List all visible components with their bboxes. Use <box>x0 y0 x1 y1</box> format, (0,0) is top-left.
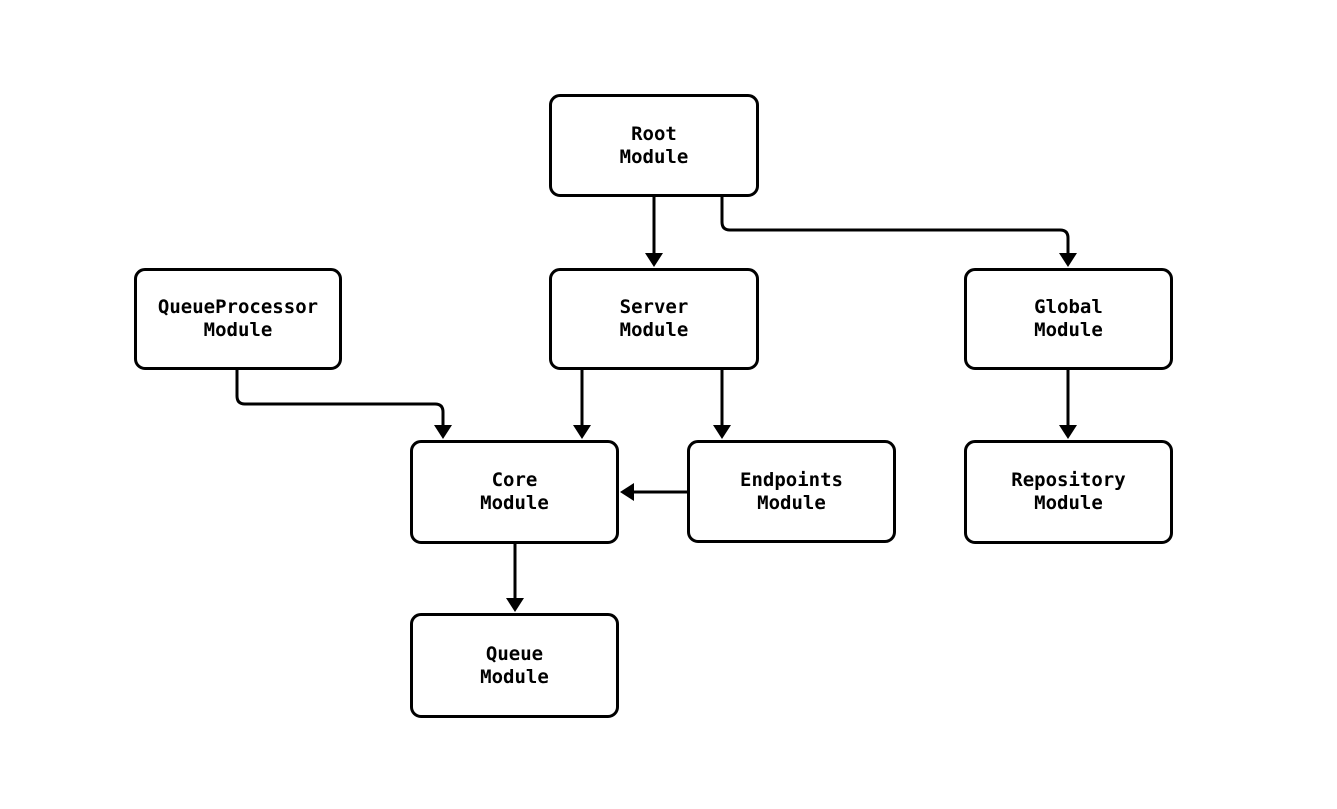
edge-server-to-core-arrowhead-icon <box>573 425 591 439</box>
queue-module-node[interactable]: Queue Module <box>410 613 619 718</box>
repository-module-node[interactable]: Repository Module <box>964 440 1173 544</box>
root-module-node[interactable]: Root Module <box>549 94 759 197</box>
edge-root-to-global-arrowhead-icon <box>1059 253 1077 267</box>
node-label-line2: Module <box>203 319 273 341</box>
node-label-line1: Server <box>619 296 689 318</box>
edge-root-to-server-arrowhead-icon <box>645 253 663 267</box>
core-module-node[interactable]: Core Module <box>410 440 619 544</box>
node-label-line2: Module <box>1034 492 1103 514</box>
global-module-node[interactable]: Global Module <box>964 268 1173 370</box>
node-label-line2: Module <box>757 491 826 514</box>
edge-root-to-global <box>720 197 1070 259</box>
endpoints-module-node[interactable]: Endpoints Module <box>687 440 896 543</box>
edge-queueprocessor-to-core <box>235 370 445 431</box>
node-label-line2: Module <box>1034 319 1103 341</box>
node-label-line2: Module <box>480 492 549 514</box>
node-label-line2: Module <box>480 665 549 688</box>
edge-endpoints-to-core-arrowhead-icon <box>620 483 634 501</box>
node-label-line1: Global <box>1034 296 1103 318</box>
node-label-line1: Repository <box>1011 469 1126 491</box>
server-module-node[interactable]: Server Module <box>549 268 759 370</box>
node-label-line1: QueueProcessor <box>157 296 319 318</box>
edge-global-to-repository-arrowhead-icon <box>1059 425 1077 439</box>
node-label-line2: Module <box>619 145 689 168</box>
node-label-line1: Queue <box>485 642 544 665</box>
edge-queueprocessor-to-core-arrowhead-icon <box>434 425 452 439</box>
queueprocessor-module-node[interactable]: QueueProcessor Module <box>134 268 342 370</box>
edge-server-to-endpoints-arrowhead-icon <box>713 425 731 439</box>
edge-core-to-queue-arrowhead-icon <box>506 598 524 612</box>
node-label-line1: Root <box>631 122 677 145</box>
node-label-line2: Module <box>619 319 689 341</box>
node-label-line1: Core <box>491 469 538 491</box>
node-label-line1: Endpoints <box>740 468 843 491</box>
